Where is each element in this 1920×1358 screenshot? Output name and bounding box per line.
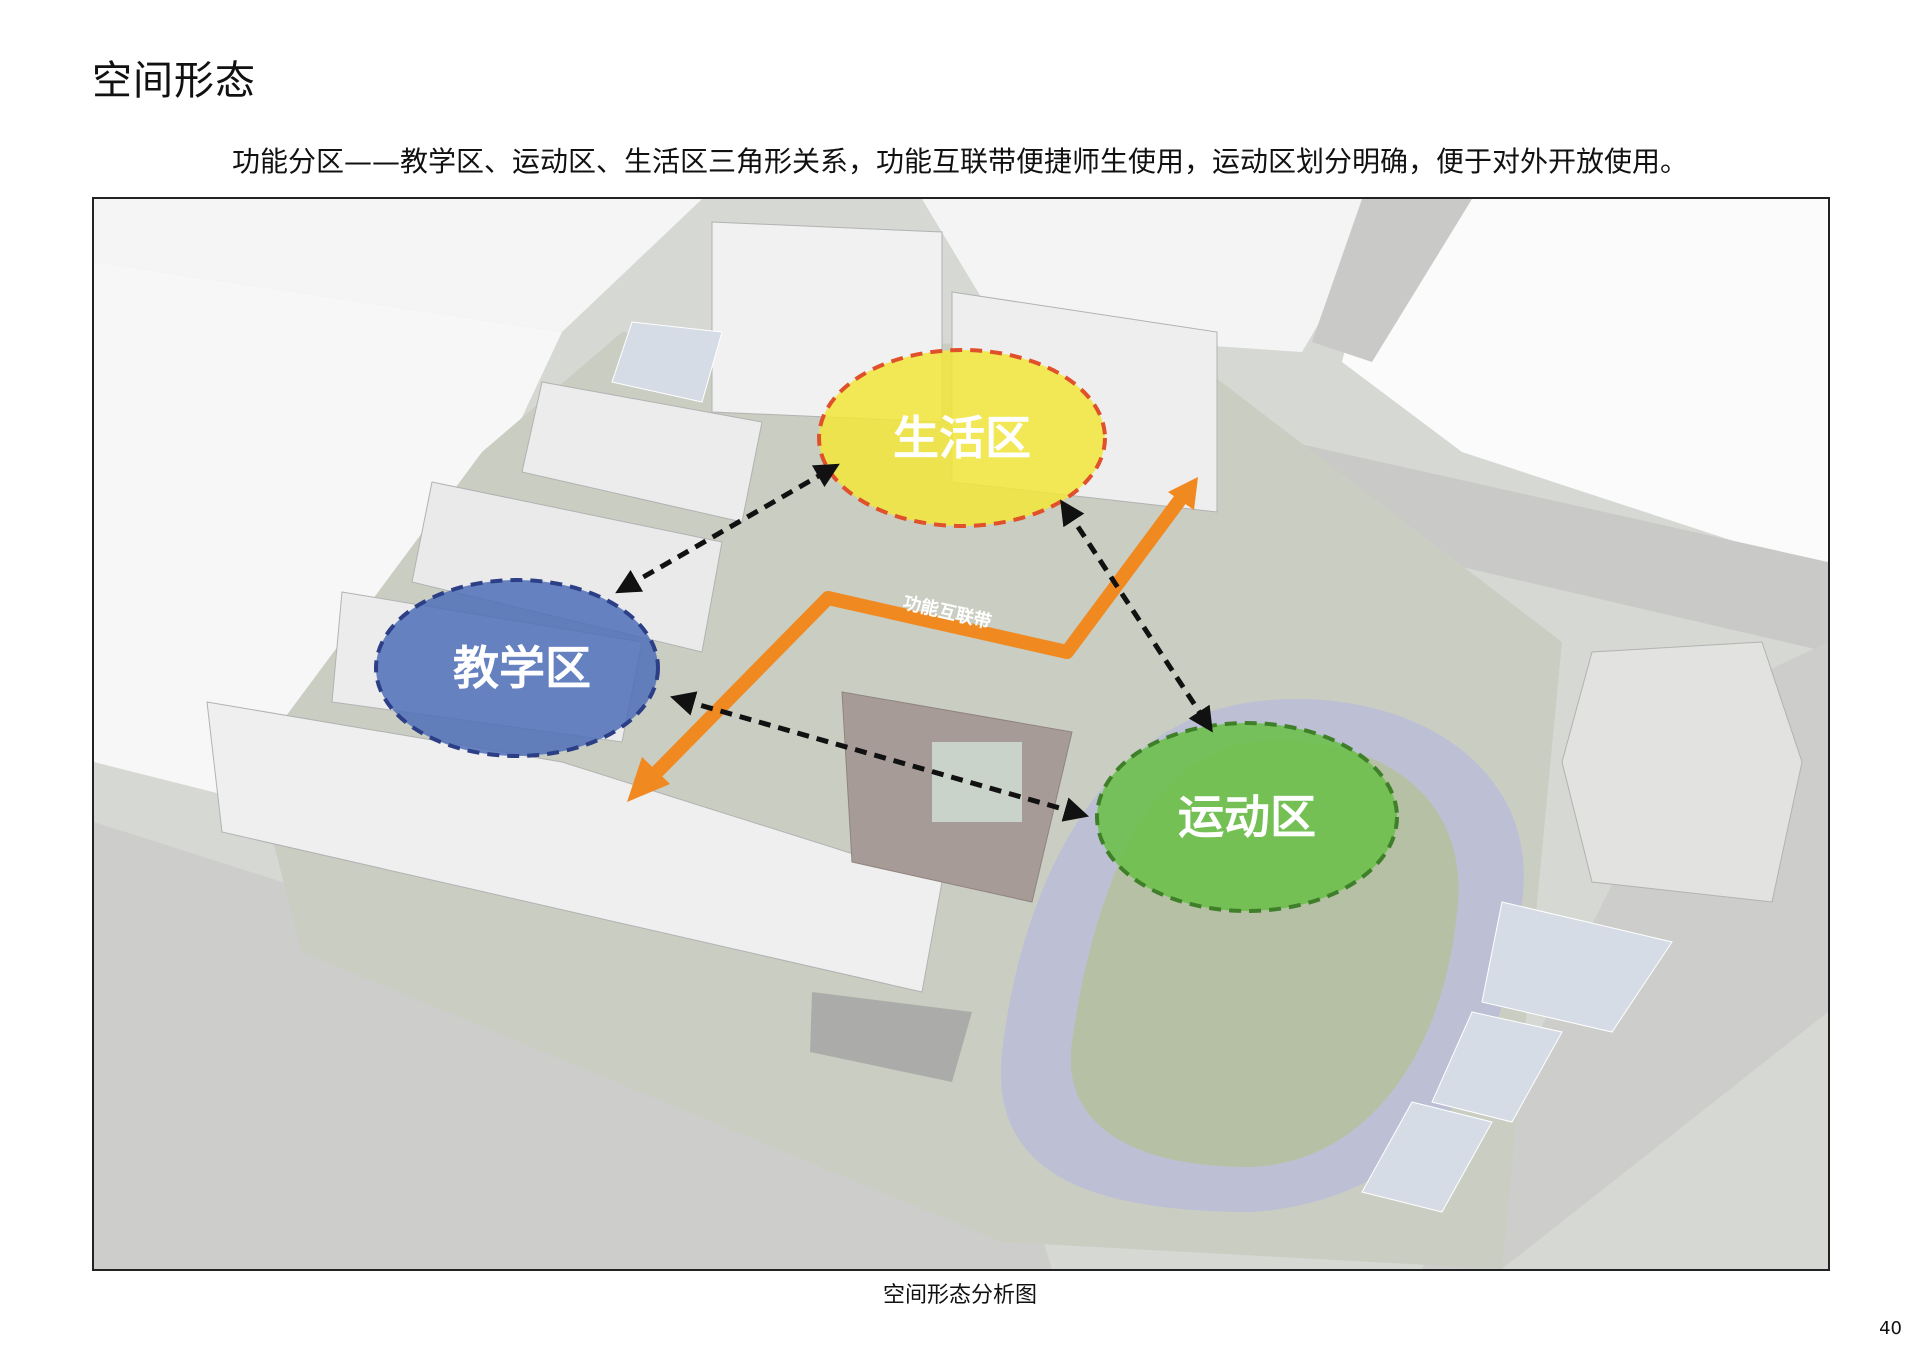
northeast-area xyxy=(1342,199,1828,572)
basketball-court-4 xyxy=(611,321,723,403)
zone-sports: 运动区 xyxy=(1095,721,1399,913)
zone-label-teaching: 教学区 xyxy=(453,641,591,695)
neighbor-blocks xyxy=(94,262,562,822)
page-subtitle: 功能分区——教学区、运动区、生活区三角形关系，功能互联带便捷师生使用，运动区划分… xyxy=(231,145,1688,178)
basketball-court-2 xyxy=(1431,1011,1563,1123)
relation-arrow-teaching-sports xyxy=(669,691,1090,822)
gym-building xyxy=(1561,641,1803,903)
basketball-court-1 xyxy=(1481,901,1673,1033)
page-title: 空间形态 xyxy=(92,58,256,104)
zone-teaching: 教学区 xyxy=(374,578,660,758)
zone-label-sports: 运动区 xyxy=(1178,790,1316,844)
connector-arrowhead-sw xyxy=(627,757,670,802)
relation-arrow-living-sports xyxy=(1060,499,1213,733)
zone-label-living: 生活区 xyxy=(893,411,1031,465)
north-road xyxy=(1312,199,1472,362)
neighbor-area xyxy=(94,199,702,332)
basketball-court-3 xyxy=(1361,1101,1493,1213)
figure-caption: 空间形态分析图 xyxy=(882,1283,1037,1308)
south-building xyxy=(810,992,972,1082)
page-number: 40 xyxy=(1879,1318,1902,1339)
site-diagram-frame: 生活区 教学区 运动区 功能互联带 xyxy=(92,197,1830,1271)
zone-living: 生活区 xyxy=(817,348,1107,528)
site-diagram: 生活区 教学区 运动区 功能互联带 xyxy=(94,199,1828,1269)
